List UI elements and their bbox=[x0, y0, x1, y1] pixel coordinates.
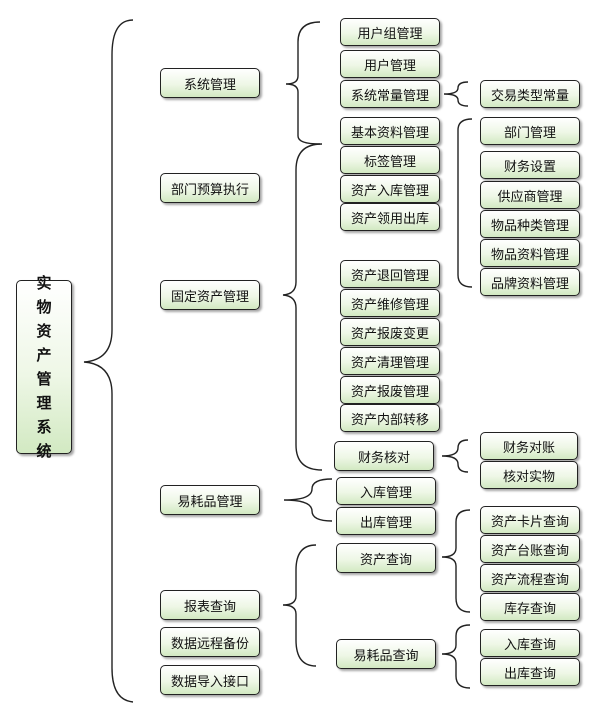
node-dept: 部门管理 bbox=[480, 117, 580, 145]
root-char: 产 bbox=[36, 346, 52, 364]
node-finance-setup: 财务设置 bbox=[480, 151, 580, 179]
node-asset-clean: 资产清理管理 bbox=[340, 347, 440, 375]
node-asset-return: 资产退回管理 bbox=[340, 260, 440, 288]
node-stock-out: 出库管理 bbox=[336, 507, 436, 535]
node-item-info: 物品资料管理 bbox=[480, 239, 580, 267]
node-stock-in: 入库管理 bbox=[336, 477, 436, 505]
root-node: 实 物 资 产 管 理 系 统 bbox=[16, 274, 72, 460]
node-asset-flow: 资产流程查询 bbox=[480, 564, 580, 592]
root-char: 资 bbox=[36, 322, 52, 340]
node-report-query: 报表查询 bbox=[160, 590, 260, 620]
root-char: 管 bbox=[36, 370, 52, 388]
node-brand-info: 品牌资料管理 bbox=[480, 268, 580, 296]
node-finance-check: 财务核对 bbox=[334, 441, 434, 471]
node-check-item: 核对实物 bbox=[480, 461, 578, 489]
node-asset-in: 资产入库管理 bbox=[340, 175, 440, 203]
node-out-query: 出库查询 bbox=[480, 658, 580, 686]
node-basic-info: 基本资料管理 bbox=[340, 117, 440, 145]
node-label: 标签管理 bbox=[340, 146, 440, 174]
root-char: 理 bbox=[36, 394, 52, 412]
node-user-group: 用户组管理 bbox=[340, 18, 440, 46]
node-consumable-query: 易耗品查询 bbox=[336, 639, 436, 669]
node-asset-transfer: 资产内部转移 bbox=[340, 404, 440, 432]
node-finance-recon: 财务对账 bbox=[480, 432, 578, 460]
node-asset-scrap: 资产报废管理 bbox=[340, 376, 440, 404]
root-char: 系 bbox=[36, 418, 52, 436]
node-asset-card: 资产卡片查询 bbox=[480, 506, 580, 534]
node-data-import: 数据导入接口 bbox=[160, 665, 260, 695]
node-user: 用户管理 bbox=[340, 50, 440, 78]
node-asset-scrap-change: 资产报废变更 bbox=[340, 318, 440, 346]
node-consumable: 易耗品管理 bbox=[160, 485, 260, 515]
node-dept-budget: 部门预算执行 bbox=[160, 173, 260, 203]
node-in-query: 入库查询 bbox=[480, 629, 580, 657]
root-char: 实 bbox=[36, 274, 52, 292]
root-char: 物 bbox=[36, 298, 52, 316]
node-data-backup: 数据远程备份 bbox=[160, 627, 260, 657]
node-sys-const: 系统常量管理 bbox=[340, 80, 440, 108]
node-item-type: 物品种类管理 bbox=[480, 210, 580, 238]
root-char: 统 bbox=[36, 442, 52, 460]
node-trade-const: 交易类型常量 bbox=[480, 80, 580, 108]
node-asset-query: 资产查询 bbox=[336, 543, 436, 573]
node-asset-out: 资产领用出库 bbox=[340, 203, 440, 231]
node-asset-repair: 资产维修管理 bbox=[340, 289, 440, 317]
node-inventory: 库存查询 bbox=[480, 593, 580, 621]
node-fixed-asset: 固定资产管理 bbox=[160, 280, 260, 310]
node-supplier: 供应商管理 bbox=[480, 181, 580, 209]
node-asset-ledger: 资产台账查询 bbox=[480, 535, 580, 563]
node-system-mgmt: 系统管理 bbox=[160, 68, 260, 98]
